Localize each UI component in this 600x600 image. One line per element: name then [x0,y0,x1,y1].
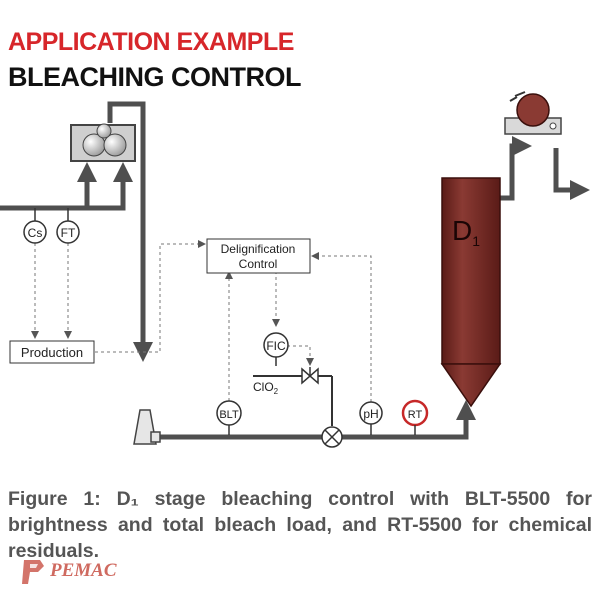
delignification-label-2: Control [239,257,278,271]
pipe-left-header [0,162,133,211]
pump-icon [133,409,161,445]
production-block: Production [9,340,95,364]
instrument-ph: pH [359,401,383,435]
clo2-label: ClO2 [253,380,279,396]
delignification-control-block: Delignification Control [206,238,311,274]
pemac-logo [22,560,44,584]
washer-icon [70,123,136,162]
process-pipes [0,101,590,440]
clo2-line [253,375,333,426]
instrument-blt: BLT [216,400,242,435]
instrument-cs-label: Cs [28,226,43,240]
drum-washer-icon [504,91,562,135]
pipe-main-feed [107,101,153,362]
pipe-tower-to-washer [500,136,532,201]
instrument-rt-label: RT [408,409,423,421]
pipe-washer-out [553,148,590,200]
instrument-rt: RT [401,399,429,435]
instrument-fic-label: FIC [266,339,286,353]
signal-lines [31,240,372,402]
instrument-fic: FIC [263,332,289,366]
pemac-logo-text: PEMAC [50,560,117,581]
mixer-icon [321,426,343,448]
delignification-label-1: Delignification [221,242,296,256]
instrument-ph-label: pH [363,407,378,421]
instrument-ft-label: FT [61,226,76,240]
instrument-blt-label: BLT [219,409,239,421]
tower-label: D1 [452,215,480,249]
process-diagram: Cs FT FIC BLT pH RT Production [0,91,590,448]
heading-bleaching-control: BLEACHING CONTROL [8,62,301,92]
pipe-bottom-feed [160,400,476,440]
control-valve-icon [301,367,319,385]
d1-tower: D1 [440,177,502,408]
production-label: Production [21,345,83,360]
figure-caption: Figure 1: D₁ stage bleaching control wit… [8,488,592,562]
instrument-ft: FT [56,208,80,244]
heading-application-example: APPLICATION EXAMPLE [8,28,294,56]
instrument-cs: Cs [23,208,47,244]
